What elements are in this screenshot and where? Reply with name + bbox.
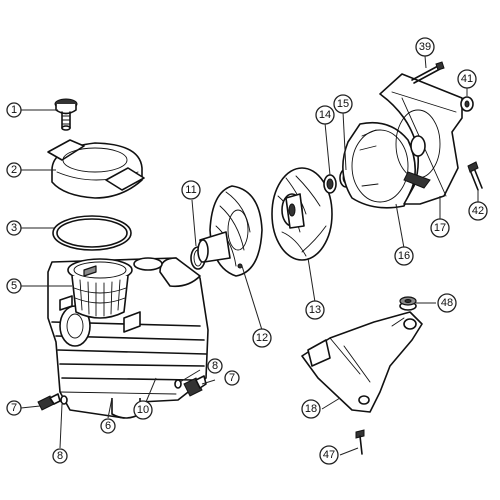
callout-label: 3 [11, 222, 17, 234]
callout-12: 12 [252, 328, 272, 348]
callout-14: 14 [315, 105, 335, 125]
leader-6 [107, 397, 113, 419]
callout-label: 6 [105, 420, 111, 432]
callout-label: 16 [398, 250, 410, 262]
leader-lines [20, 55, 479, 456]
callout-2: 2 [6, 162, 22, 178]
callout-41: 41 [457, 69, 477, 89]
callout-label: 13 [309, 304, 321, 316]
callout-label: 18 [305, 403, 317, 415]
callout-label: 48 [441, 297, 453, 309]
callout-label: 17 [434, 222, 446, 234]
callout-5: 5 [6, 278, 22, 294]
part-17-motor-flange [379, 73, 463, 205]
callout-label: 12 [256, 332, 268, 344]
callout-6: 6 [100, 418, 116, 434]
callout-label: 7 [229, 372, 235, 384]
callout-10: 10 [133, 400, 153, 420]
part-41-washer [460, 96, 474, 112]
part-2-lid [47, 139, 145, 199]
leader-8b [179, 369, 201, 383]
callout-label: 2 [11, 164, 17, 176]
callout-label: 5 [11, 280, 17, 292]
part-39-bolt [411, 61, 445, 84]
callout-label: 8 [212, 360, 218, 372]
part-7-drain-plug-right [183, 375, 207, 397]
leader-10 [145, 377, 157, 403]
callout-48: 48 [437, 293, 457, 313]
leader-15 [342, 111, 347, 171]
callout-label: 47 [323, 449, 335, 461]
leader-18 [321, 397, 341, 410]
callout-7a: 7 [6, 400, 22, 416]
leader-8a [59, 403, 63, 449]
callout-3: 3 [6, 220, 22, 236]
part-5-strainer-basket [67, 258, 133, 319]
callout-18: 18 [301, 399, 321, 419]
callout-11: 11 [181, 180, 201, 200]
callout-label: 14 [319, 109, 331, 121]
callout-15: 15 [333, 94, 353, 114]
part-6-pump-housing [47, 257, 209, 419]
callout-8a: 8 [52, 448, 68, 464]
leader-47 [339, 447, 359, 456]
part-8-o-ring-right [174, 379, 182, 389]
callout-8b: 8 [207, 358, 223, 374]
callout-7b: 7 [224, 370, 240, 386]
part-13-impeller [271, 167, 333, 261]
callout-label: 41 [461, 73, 473, 85]
callout-13: 13 [305, 300, 325, 320]
part-14-seal-ring [323, 174, 337, 194]
part-18-motor-base [301, 311, 423, 413]
part-42-bolt [467, 161, 483, 191]
callout-42: 42 [468, 201, 488, 221]
leader-16 [395, 203, 405, 249]
callout-label: 15 [337, 98, 349, 110]
callout-label: 42 [472, 205, 484, 217]
part-1-knob [54, 98, 78, 131]
callout-label: 8 [57, 450, 63, 462]
leader-14 [324, 122, 331, 176]
callout-47: 47 [319, 445, 339, 465]
callout-label: 10 [137, 404, 149, 416]
leader-11 [191, 199, 197, 247]
callout-label: 7 [11, 402, 17, 414]
callout-label: 11 [185, 184, 196, 196]
part-16-seal-plate [342, 121, 416, 209]
leader-7a [20, 405, 41, 409]
leader-12 [241, 265, 263, 331]
callout-label: 39 [419, 41, 431, 53]
part-47-screw [355, 429, 365, 455]
callout-17: 17 [430, 218, 450, 238]
part-48-grommet [399, 296, 417, 311]
leader-7b [201, 379, 216, 385]
callout-label: 1 [11, 104, 17, 116]
callout-1: 1 [6, 102, 22, 118]
part-8-o-ring-left [60, 395, 68, 405]
part-7-drain-plug-left [37, 393, 61, 411]
part-3-o-ring [52, 215, 132, 251]
part-12-diffuser [197, 185, 263, 277]
leader-39 [424, 55, 427, 69]
callout-16: 16 [394, 246, 414, 266]
callout-39: 39 [415, 37, 435, 57]
leader-13 [307, 257, 316, 303]
